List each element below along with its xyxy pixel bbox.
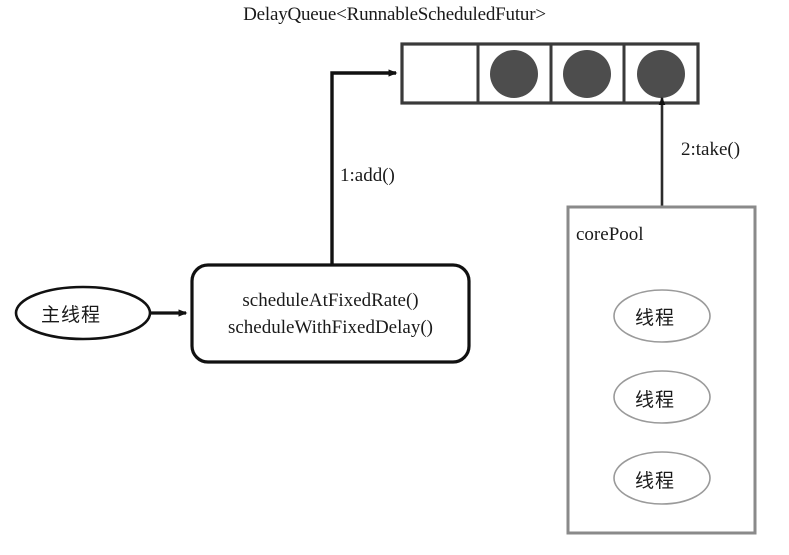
queue-task-circle-3 [563, 50, 611, 98]
core-pool-label: corePool [576, 224, 644, 245]
core-pool-thread-1 [613, 289, 711, 343]
queue-title: DelayQueue<RunnableScheduledFutur> [243, 4, 546, 25]
core-pool-thread-label-1: 线程 [635, 307, 676, 329]
edge-add [330, 69, 398, 265]
main-thread-node [14, 285, 152, 341]
core-pool-thread-2 [613, 370, 711, 424]
edge-label-add: 1:add() [340, 165, 395, 186]
core-pool-thread-label-3: 线程 [635, 470, 676, 492]
scheduler-method-1: scheduleAtFixedRate() [242, 290, 419, 311]
edge-label-take: 2:take() [681, 139, 741, 160]
queue-task-circle-2 [490, 50, 538, 98]
scheduler-method-2: scheduleWithFixedDelay() [227, 317, 433, 338]
scheduler-box [190, 263, 471, 364]
core-pool-thread-3 [613, 451, 711, 505]
main-thread-label: 主线程 [41, 304, 102, 326]
queue-task-circle-4 [637, 50, 685, 98]
core-pool-thread-label-2: 线程 [635, 389, 676, 411]
